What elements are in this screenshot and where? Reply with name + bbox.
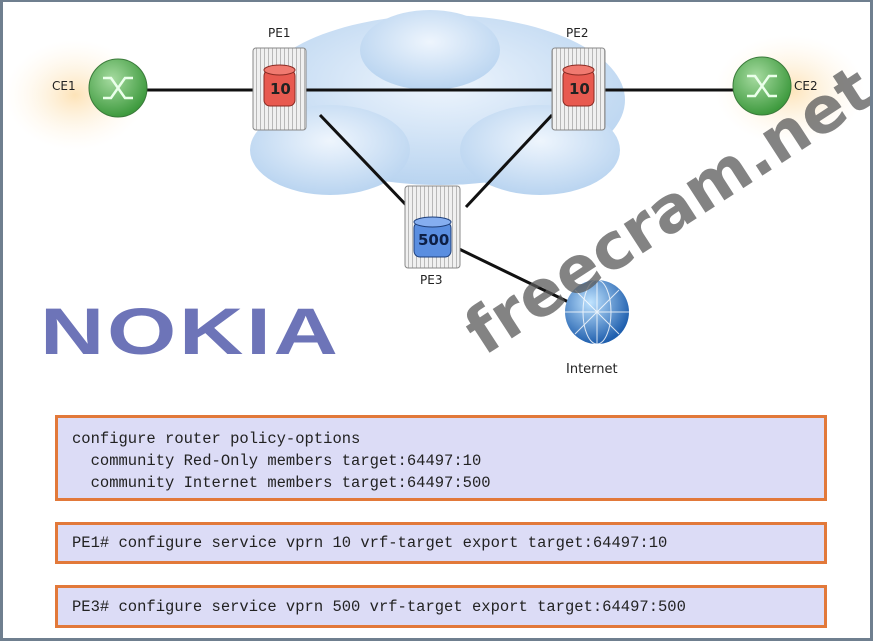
internet-globe-icon[interactable] [565, 279, 629, 345]
link-pe1-pe3 [318, 113, 410, 209]
pe1-label: PE1 [268, 26, 291, 40]
link-pe3-internet [454, 245, 586, 312]
ce2-label: CE2 [794, 79, 818, 93]
pe2-label: PE2 [566, 26, 589, 40]
link-pe2-pe3 [464, 113, 554, 209]
links [145, 88, 735, 312]
pe3-command: PE3# configure service vprn 500 vrf-targ… [72, 598, 686, 616]
ce2-router-icon[interactable] [732, 56, 792, 116]
pe1-config-box: PE1# configure service vprn 10 vrf-targe… [55, 522, 827, 564]
pe3-vprn-id: 500 [418, 231, 450, 249]
policy-config-box: configure router policy-options communit… [55, 415, 827, 501]
pe3-router-icon[interactable] [404, 185, 461, 269]
config-line: community Internet members target:64497:… [72, 474, 491, 492]
pe1-router-icon[interactable] [252, 47, 307, 131]
config-line: configure router policy-options [72, 430, 361, 448]
config-line: community Red-Only members target:64497:… [72, 452, 482, 470]
pe2-router-icon[interactable] [551, 47, 606, 131]
pe3-label: PE3 [420, 273, 443, 287]
pe3-config-box: PE3# configure service vprn 500 vrf-targ… [55, 585, 827, 628]
brand-watermark: NOKIA [40, 294, 341, 368]
ce1-router-icon[interactable] [88, 58, 148, 118]
pe1-vprn-id: 10 [270, 80, 291, 98]
internet-label: Internet [566, 362, 618, 377]
network-diagram [5, 10, 865, 345]
pe2-vprn-id: 10 [569, 80, 590, 98]
pe1-command: PE1# configure service vprn 10 vrf-targe… [72, 534, 668, 552]
ce1-label: CE1 [52, 79, 76, 93]
